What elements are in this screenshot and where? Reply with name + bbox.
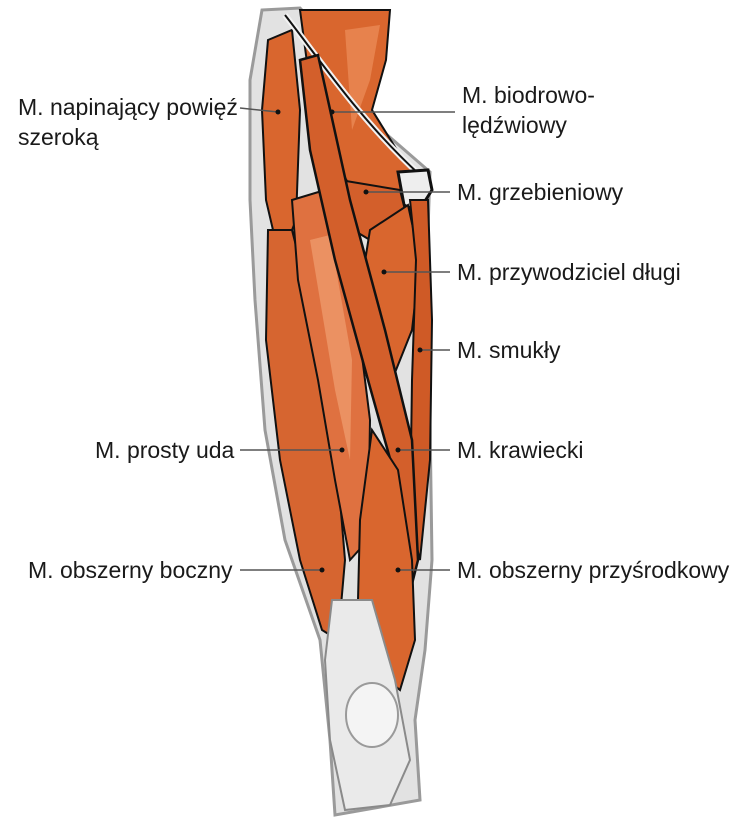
label-tensor-fasciae-latae-line1: M. napinający powięź bbox=[18, 92, 238, 122]
label-adductor-longus: M. przywodziciel długi bbox=[457, 257, 681, 287]
label-vastus-lateralis: M. obszerny boczny bbox=[28, 555, 233, 585]
label-iliopsoas: M. biodrowo- lędźwiowy bbox=[462, 80, 595, 140]
marker-vastus-medialis bbox=[396, 568, 401, 573]
label-iliopsoas-line2: lędźwiowy bbox=[462, 110, 595, 140]
label-pectineus: M. grzebieniowy bbox=[457, 177, 623, 207]
marker-tensor-fasciae-latae bbox=[276, 110, 281, 115]
marker-gracilis bbox=[418, 348, 423, 353]
label-iliopsoas-line1: M. biodrowo- bbox=[462, 80, 595, 110]
marker-vastus-lateralis bbox=[320, 568, 325, 573]
patella bbox=[346, 683, 398, 747]
label-vastus-medialis: M. obszerny przyśrodkowy bbox=[457, 555, 729, 585]
label-tensor-fasciae-latae: M. napinający powięź szeroką bbox=[18, 92, 238, 152]
marker-adductor-longus bbox=[382, 270, 387, 275]
marker-rectus-femoris bbox=[340, 448, 345, 453]
label-rectus-femoris: M. prosty uda bbox=[95, 435, 234, 465]
label-tensor-fasciae-latae-line2: szeroką bbox=[18, 122, 238, 152]
label-sartorius: M. krawiecki bbox=[457, 435, 584, 465]
marker-sartorius bbox=[396, 448, 401, 453]
label-gracilis: M. smukły bbox=[457, 335, 561, 365]
marker-pectineus bbox=[364, 190, 369, 195]
marker-iliopsoas bbox=[330, 110, 335, 115]
